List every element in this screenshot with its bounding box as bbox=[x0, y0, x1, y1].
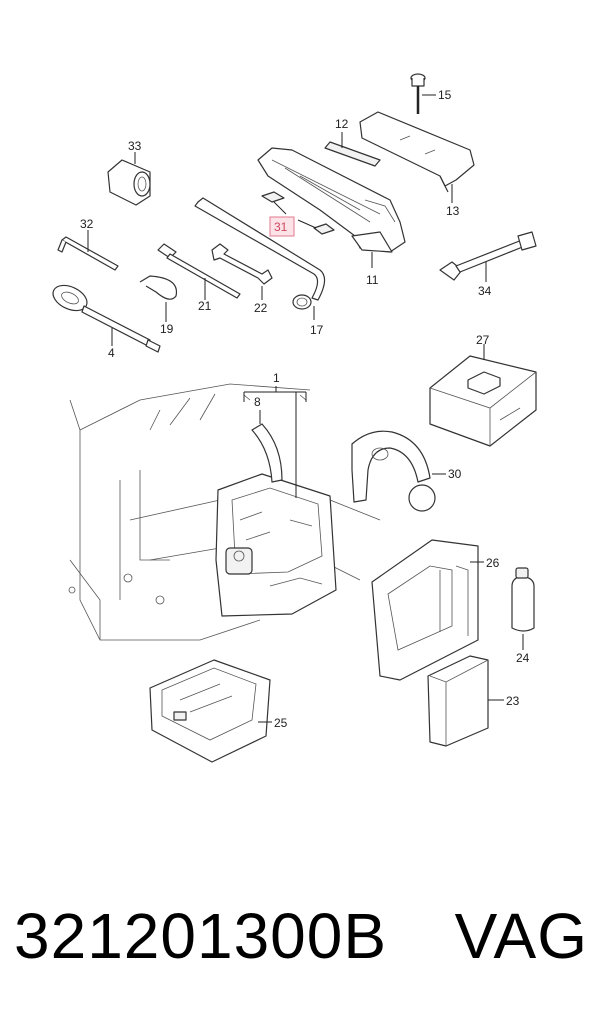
part-13-jack-holder: 13 bbox=[359, 111, 475, 218]
callout-24: 24 bbox=[516, 651, 530, 665]
callout-19: 19 bbox=[160, 322, 174, 336]
callout-34: 34 bbox=[478, 284, 492, 298]
callout-27: 27 bbox=[476, 333, 490, 347]
callout-31-highlight-box bbox=[269, 216, 295, 237]
callout-21: 21 bbox=[198, 299, 212, 313]
part-1-foam-insert: 1 bbox=[215, 371, 337, 617]
callout-22: 22 bbox=[254, 301, 268, 315]
part-31-labels: 31 bbox=[261, 191, 335, 237]
callout-12: 12 bbox=[335, 117, 349, 131]
part-22-wrench: 22 bbox=[211, 243, 273, 315]
part-8-filler-neck: 8 bbox=[251, 395, 283, 483]
part-12-strip: 12 bbox=[324, 117, 381, 167]
callout-4: 4 bbox=[108, 346, 115, 360]
callout-30: 30 bbox=[448, 467, 462, 481]
part-30-hose: 30 bbox=[351, 430, 462, 512]
callout-25: 25 bbox=[274, 716, 288, 730]
part-4-towing-eye: 4 bbox=[52, 284, 161, 360]
callout-11: 11 bbox=[366, 273, 379, 287]
brand-name: VAG bbox=[454, 900, 588, 972]
part-11-jack: 11 bbox=[257, 147, 406, 287]
callout-13: 13 bbox=[446, 204, 460, 218]
part-21-bolt: 21 bbox=[157, 243, 241, 313]
vehicle-floor-outline bbox=[68, 383, 381, 641]
callout-1: 1 bbox=[273, 371, 280, 385]
part-15-pin: 15 bbox=[410, 73, 452, 114]
callout-15: 15 bbox=[438, 88, 452, 102]
part-34-adapter: 34 bbox=[439, 231, 537, 298]
callout-8: 8 bbox=[254, 395, 261, 409]
parts-diagram: 15 12 13 33 32 4 bbox=[52, 73, 537, 763]
part-19-clip: 19 bbox=[139, 275, 178, 336]
part-23-box: 23 bbox=[427, 655, 520, 747]
part-17-wheel-brace: 17 bbox=[194, 197, 326, 337]
callout-17: 17 bbox=[310, 323, 324, 337]
part-27-tool-case: 27 bbox=[429, 333, 537, 447]
part-32-hex-key: 32 bbox=[57, 217, 119, 271]
callout-26: 26 bbox=[486, 556, 500, 570]
callout-33: 33 bbox=[128, 139, 142, 153]
callout-31: 31 bbox=[274, 220, 288, 234]
part-25-tray: 25 bbox=[149, 659, 288, 763]
part-number: 321201300B bbox=[14, 900, 388, 972]
callout-23: 23 bbox=[506, 694, 520, 708]
part-26-foam-block: 26 bbox=[371, 539, 500, 681]
part-24-bottle: 24 bbox=[511, 567, 535, 665]
part-33-socket: 33 bbox=[107, 139, 151, 206]
callout-32: 32 bbox=[80, 217, 94, 231]
caption-bar: 321201300B VAG bbox=[0, 896, 600, 986]
